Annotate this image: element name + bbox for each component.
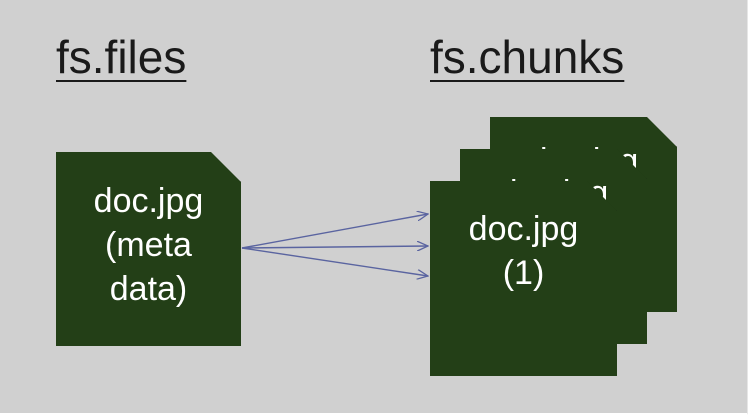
fs-files-heading: fs.files — [56, 31, 187, 83]
metadata-document-label: doc.jpg (meta data) — [93, 182, 204, 308]
metadata-document: doc.jpg (meta data) — [56, 152, 241, 346]
fs-chunks-heading: fs.chunks — [430, 31, 625, 83]
arrow-to-chunk-middle — [241, 246, 428, 248]
arrow-to-chunk-bottom — [241, 247, 428, 276]
chunk-document-front: doc.jpg (1) — [430, 181, 617, 376]
arrow-to-chunk-top — [241, 214, 428, 249]
chunk-document-front-label: doc.jpg (1) — [468, 210, 579, 292]
